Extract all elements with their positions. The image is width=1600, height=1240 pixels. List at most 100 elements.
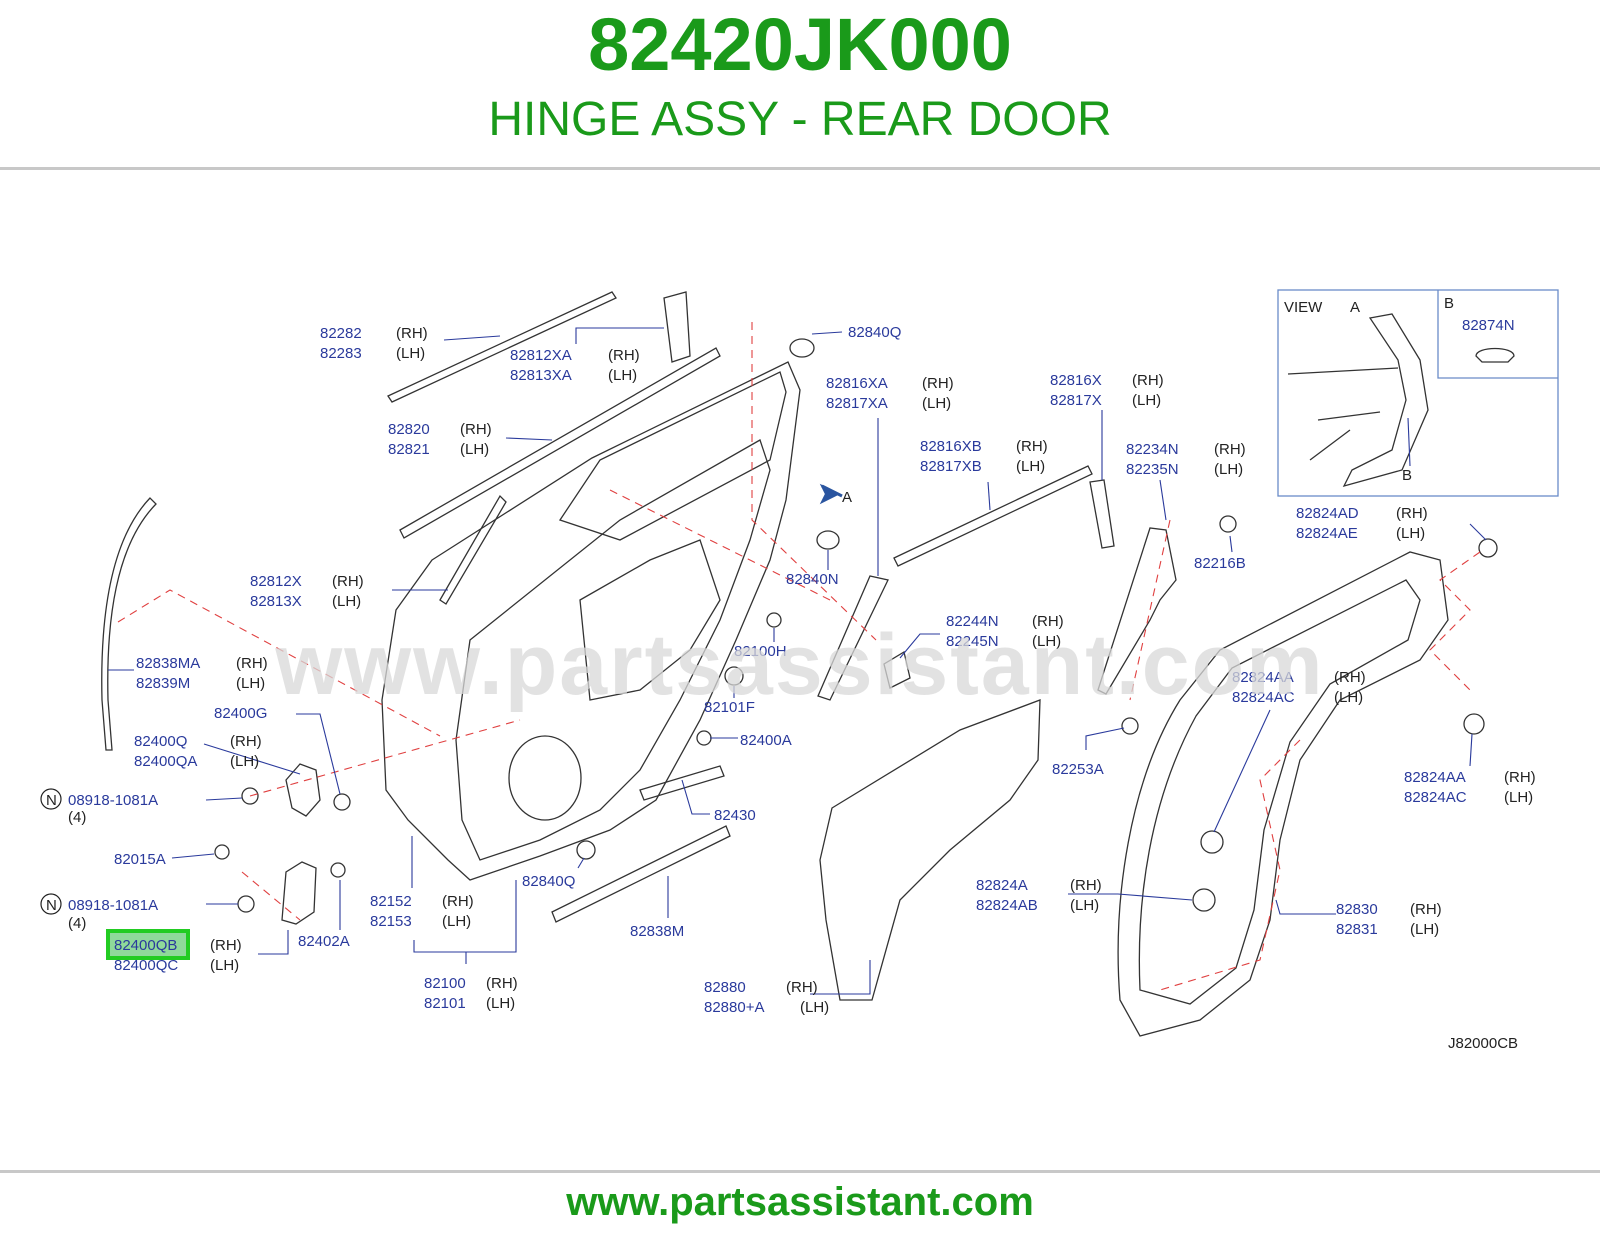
highlighted-part-box[interactable] xyxy=(106,929,190,960)
label-82402A[interactable]: 82402A xyxy=(298,933,350,950)
label-82283[interactable]: 82283 xyxy=(320,345,362,362)
leader-82282 xyxy=(443,335,501,341)
bracket-shape xyxy=(1097,527,1177,695)
label-08918-1081A-a[interactable]: 08918-1081A xyxy=(68,792,158,809)
label-82816XA[interactable]: 82816XA xyxy=(826,375,888,392)
label-82400QB[interactable]: 82400QB xyxy=(114,937,177,954)
label-82880-A[interactable]: 82880+A xyxy=(704,999,764,1016)
view-inset-divider xyxy=(1437,290,1558,379)
part-outlines xyxy=(101,291,1498,1037)
side-lh-82824AC-a: (LH) xyxy=(1334,689,1363,706)
side-lh-82153: (LH) xyxy=(442,913,471,930)
label-82400A[interactable]: 82400A xyxy=(740,732,792,749)
label-82838M[interactable]: 82838M xyxy=(630,923,684,940)
clip-82824AA-left xyxy=(1200,830,1224,854)
label-82839M[interactable]: 82839M xyxy=(136,675,190,692)
label-82813X[interactable]: 82813X xyxy=(250,593,302,610)
label-82824AB[interactable]: 82824AB xyxy=(976,897,1038,914)
label-82830[interactable]: 82830 xyxy=(1336,901,1378,918)
upper-hinge-shape xyxy=(285,763,321,817)
side-lh-82880-A: (LH) xyxy=(800,999,829,1016)
label-82820[interactable]: 82820 xyxy=(388,421,430,438)
footer-url[interactable]: www.partsassistant.com xyxy=(566,1180,1034,1224)
leader-82812XA xyxy=(575,327,664,344)
label-82812XA[interactable]: 82812XA xyxy=(510,347,572,364)
label-82101F[interactable]: 82101F xyxy=(704,699,755,716)
assembly-line-4 xyxy=(241,871,301,921)
label-82838MA[interactable]: 82838MA xyxy=(136,655,200,672)
page-header: 82420JK000 HINGE ASSY - REAR DOOR xyxy=(0,0,1600,168)
label-82813XA[interactable]: 82813XA xyxy=(510,367,572,384)
label-82400QC[interactable]: 82400QC xyxy=(114,957,178,974)
label-82840Q-top[interactable]: 82840Q xyxy=(848,324,901,341)
door-panel-shape xyxy=(381,361,801,881)
label-82282[interactable]: 82282 xyxy=(320,325,362,342)
label-82824A[interactable]: 82824A xyxy=(976,877,1028,894)
leader-82840Q-bottom xyxy=(577,857,585,869)
diagram-code: J82000CB xyxy=(1448,1035,1518,1052)
label-82152[interactable]: 82152 xyxy=(370,893,412,910)
leader-08918-a xyxy=(205,797,243,801)
label-82821[interactable]: 82821 xyxy=(388,441,430,458)
label-82101[interactable]: 82101 xyxy=(424,995,466,1012)
label-82824AE[interactable]: 82824AE xyxy=(1296,525,1358,542)
label-82100[interactable]: 82100 xyxy=(424,975,466,992)
label-08918-1081A-b[interactable]: 08918-1081A xyxy=(68,897,158,914)
n-mark-b: N xyxy=(46,897,57,914)
side-lh-82824AC-b: (LH) xyxy=(1504,789,1533,806)
label-82840N[interactable]: 82840N xyxy=(786,571,839,588)
label-82216B[interactable]: 82216B xyxy=(1194,555,1246,572)
sash-molding-shape xyxy=(663,291,691,363)
side-rh-82824AD: (RH) xyxy=(1396,505,1428,522)
label-82253A[interactable]: 82253A xyxy=(1052,761,1104,778)
leader-82400Q xyxy=(203,743,301,775)
leader-82830 xyxy=(1275,899,1336,915)
outer-weatherstrip-shape xyxy=(387,291,617,403)
label-82817XA[interactable]: 82817XA xyxy=(826,395,888,412)
bolt-lower-hinge xyxy=(330,862,346,878)
label-82100H[interactable]: 82100H xyxy=(734,643,787,660)
leader-82816XB xyxy=(987,481,991,511)
label-82234N[interactable]: 82234N xyxy=(1126,441,1179,458)
label-82824AD[interactable]: 82824AD xyxy=(1296,505,1359,522)
side-lh-82821: (LH) xyxy=(460,441,489,458)
label-82400G[interactable]: 82400G xyxy=(214,705,267,722)
leader-82015A xyxy=(171,853,215,859)
side-lh-82824AE: (LH) xyxy=(1396,525,1425,542)
label-82831[interactable]: 82831 xyxy=(1336,921,1378,938)
view-b-leader xyxy=(1407,417,1411,467)
label-82153[interactable]: 82153 xyxy=(370,913,412,930)
label-82817XB[interactable]: 82817XB xyxy=(920,458,982,475)
label-82824AC-a[interactable]: 82824AC xyxy=(1232,689,1295,706)
label-82824AA-a[interactable]: 82824AA xyxy=(1232,669,1294,686)
leader-82400QB xyxy=(258,930,289,955)
label-82840Q-bottom[interactable]: 82840Q xyxy=(522,873,575,890)
label-82816XB[interactable]: 82816XB xyxy=(920,438,982,455)
leader-82400G xyxy=(296,713,341,795)
view-a-arrow-shaft xyxy=(821,484,843,498)
label-82817X[interactable]: 82817X xyxy=(1050,392,1102,409)
side-rh-82400Q: (RH) xyxy=(230,733,262,750)
label-82244N[interactable]: 82244N xyxy=(946,613,999,630)
speaker-opening-shape xyxy=(508,735,582,821)
header-divider xyxy=(0,167,1600,170)
label-82824AA-b[interactable]: 82824AA xyxy=(1404,769,1466,786)
label-82235N[interactable]: 82235N xyxy=(1126,461,1179,478)
label-82816X[interactable]: 82816X xyxy=(1050,372,1102,389)
side-rh-82816XB: (RH) xyxy=(1016,438,1048,455)
door-weatherstrip-shape xyxy=(1117,551,1449,1037)
label-82015A[interactable]: 82015A xyxy=(114,851,166,868)
side-rh-82244N: (RH) xyxy=(1032,613,1064,630)
n-mark-circle-b xyxy=(40,893,62,915)
side-lh-82831: (LH) xyxy=(1410,921,1439,938)
leader-82100-bracket xyxy=(413,880,517,953)
label-82824AC-b[interactable]: 82824AC xyxy=(1404,789,1467,806)
label-82880[interactable]: 82880 xyxy=(704,979,746,996)
side-rh-82816XA: (RH) xyxy=(922,375,954,392)
label-82812X[interactable]: 82812X xyxy=(250,573,302,590)
label-82400Q[interactable]: 82400Q xyxy=(134,733,187,750)
label-82245N[interactable]: 82245N xyxy=(946,633,999,650)
label-82430[interactable]: 82430 xyxy=(714,807,756,824)
label-82400QA[interactable]: 82400QA xyxy=(134,753,197,770)
